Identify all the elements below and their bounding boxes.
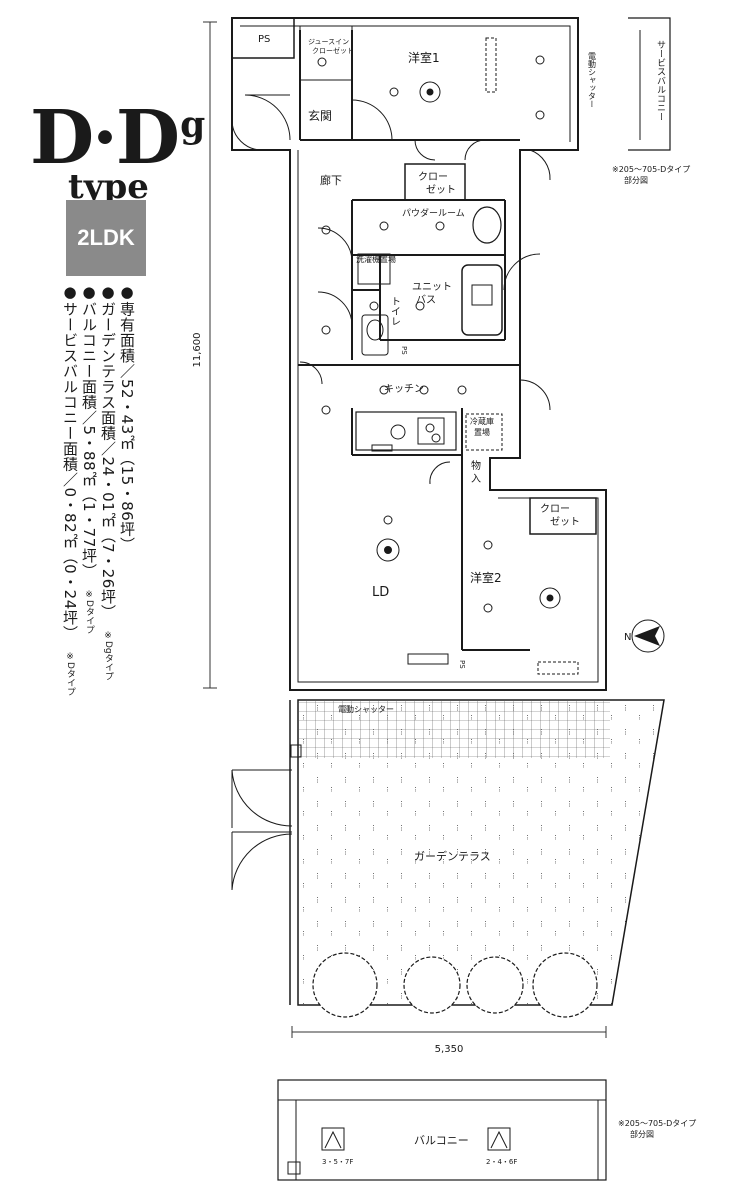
balcony-partial bbox=[277, 1079, 607, 1181]
width-label: 5,350 bbox=[435, 1044, 464, 1055]
multi-line-labels: クローゼット クローゼット ユニットバス 冷蔵庫置場 ジュースインクローゼット … bbox=[308, 38, 696, 1139]
label-shutter1: 電動シャッター bbox=[588, 52, 597, 108]
garden-terrace bbox=[231, 699, 665, 1006]
area-balcony: ●バルコニー面積／5・88㎡（1・77坪） ※Dタイプ bbox=[80, 283, 98, 634]
compass-label: N bbox=[624, 632, 631, 643]
label-shutter2: 電動シャッター bbox=[338, 705, 394, 714]
area-garden: ●ガーデンテラス面積／24・01㎡（7・26坪） ※Dgタイプ bbox=[99, 283, 117, 681]
label-closet1: クローゼット bbox=[418, 171, 456, 196]
trees bbox=[312, 952, 598, 1018]
area-exclusive: ●専有面積／52・43㎡（15・86坪） bbox=[118, 283, 136, 553]
service-balcony-partial bbox=[628, 17, 671, 151]
label-laundry: 洗濯機置場 bbox=[356, 254, 396, 264]
dimension-height: 11,600 bbox=[192, 21, 217, 689]
label-floors-left: 3・5・7F bbox=[322, 1158, 353, 1166]
label-balcony: バルコニー bbox=[414, 1134, 469, 1147]
label-walkin: ジュースインクローゼット bbox=[308, 38, 354, 55]
label-ps1: PS bbox=[258, 34, 270, 45]
doors bbox=[231, 94, 551, 485]
label-ps3: PS bbox=[458, 660, 466, 669]
outer-walls bbox=[231, 17, 607, 691]
label-western2: 洋室2 bbox=[470, 570, 502, 585]
room-labels: 洋室1 洋室2 玄関 廊下 パウダールーム 洗濯機置場 キッチン LD ガーデン… bbox=[258, 34, 517, 1166]
label-closet2: クローゼット bbox=[540, 503, 580, 528]
height-label: 11,600 bbox=[192, 333, 203, 368]
label-floors-right: 2・4・6F bbox=[486, 1158, 517, 1166]
type-letters: D·Dg bbox=[30, 95, 205, 181]
label-partial2: ※205〜705-Dタイプ部分図 bbox=[618, 1119, 696, 1139]
label-service-balcony: サービスバルコニー bbox=[655, 40, 666, 121]
area-service-balcony: ●サービスバルコニー面積／0・82㎡（0・24坪） ※Dタイプ bbox=[61, 283, 79, 696]
dimension-width: 5,350 bbox=[291, 1026, 607, 1055]
compass-icon: N bbox=[624, 619, 665, 653]
type-word: type bbox=[68, 167, 149, 207]
label-fridge: 冷蔵庫置場 bbox=[470, 416, 494, 437]
label-western1: 洋室1 bbox=[408, 50, 440, 65]
label-powder: パウダールーム bbox=[402, 207, 465, 219]
label-corridor: 廊下 bbox=[320, 173, 342, 187]
ceiling-lights bbox=[317, 55, 561, 613]
type-superscript: g bbox=[180, 104, 205, 146]
label-entrance: 玄関 bbox=[308, 108, 332, 123]
label-ld: LD bbox=[372, 585, 389, 600]
interior-walls bbox=[298, 25, 597, 651]
label-ps2: PS bbox=[400, 346, 408, 355]
label-partial1: ※205〜705-Dタイプ部分図 bbox=[612, 165, 690, 185]
vertical-labels: トイレ 物 入 電動シャッター サービスバルコニー PS PS bbox=[389, 40, 666, 669]
type-title: D·Dg type bbox=[30, 88, 205, 207]
label-kitchen: キッチン bbox=[384, 383, 424, 395]
layout-badge: 2LDK bbox=[66, 200, 146, 276]
label-toilet: トイレ bbox=[389, 296, 401, 326]
label-storage: 物 入 bbox=[469, 459, 481, 483]
label-garden: ガーデンテラス bbox=[414, 849, 491, 863]
fixtures bbox=[355, 37, 579, 675]
label-bath: ユニットバス bbox=[412, 282, 452, 306]
